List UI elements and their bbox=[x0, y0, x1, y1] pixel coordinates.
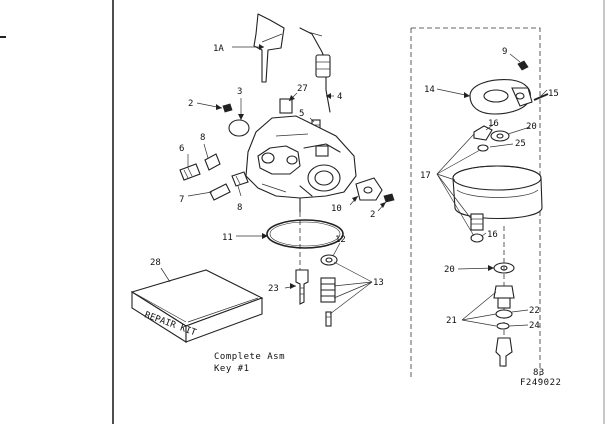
callout-1A: 1A bbox=[213, 44, 224, 54]
callout-23: 23 bbox=[268, 284, 279, 294]
callout-5: 5 bbox=[299, 109, 304, 119]
carburetor-throat bbox=[307, 164, 341, 192]
callout-4: 4 bbox=[337, 92, 342, 102]
caption-key: Key #1 bbox=[214, 364, 250, 374]
callout-9: 9 bbox=[502, 47, 507, 57]
fitting-lower bbox=[231, 171, 249, 187]
choke-rod-end bbox=[315, 54, 331, 78]
washer-upper bbox=[490, 130, 510, 142]
throttle-disc bbox=[228, 119, 250, 137]
callout-2-top: 2 bbox=[188, 99, 193, 109]
bowl-nut bbox=[493, 285, 515, 299]
callout-12: 12 bbox=[335, 235, 346, 245]
figure-code-year: 83 bbox=[533, 368, 545, 378]
fitting-upper bbox=[204, 153, 221, 171]
callout-labels: 1A 2 3 27 4 5 6 8 7 8 10 2 11 12 13 23 2… bbox=[150, 44, 559, 331]
callout-28: 28 bbox=[150, 258, 161, 268]
callout-13: 13 bbox=[373, 278, 384, 288]
callout-27: 27 bbox=[297, 84, 308, 94]
float-washer bbox=[320, 254, 338, 266]
bowl-clip bbox=[473, 125, 493, 141]
callout-25: 25 bbox=[515, 139, 526, 149]
drain-valve bbox=[495, 337, 513, 367]
callout-21: 21 bbox=[446, 316, 457, 326]
callout-3: 3 bbox=[237, 87, 242, 97]
leader-lines bbox=[160, 46, 548, 327]
callout-16-upper: 16 bbox=[488, 119, 499, 129]
nut-washer-22 bbox=[495, 309, 513, 319]
screw-top-left bbox=[222, 103, 233, 113]
throttle-lever bbox=[253, 13, 285, 83]
callout-20-upper: 20 bbox=[526, 122, 537, 132]
screw-lower-right bbox=[383, 193, 395, 203]
callout-22: 22 bbox=[529, 306, 540, 316]
float-pin bbox=[533, 93, 549, 101]
callout-17: 17 bbox=[420, 171, 431, 181]
callout-14: 14 bbox=[424, 85, 435, 95]
callout-6: 6 bbox=[179, 144, 184, 154]
nut-washer-24 bbox=[496, 322, 510, 330]
figure-code-number: F249022 bbox=[520, 378, 561, 388]
callout-2-right: 2 bbox=[370, 210, 375, 220]
small-seal bbox=[477, 144, 489, 152]
callout-8-upper: 8 bbox=[200, 133, 205, 143]
callout-15: 15 bbox=[548, 89, 559, 99]
mixture-screw bbox=[209, 183, 231, 201]
bowl-spring bbox=[470, 213, 484, 231]
inlet-needle bbox=[325, 311, 332, 327]
callout-16-lower: 16 bbox=[487, 230, 498, 240]
callout-20-lower: 20 bbox=[444, 265, 455, 275]
main-jet bbox=[295, 269, 309, 305]
callout-7: 7 bbox=[179, 195, 184, 205]
callout-24: 24 bbox=[529, 321, 540, 331]
callout-10: 10 bbox=[331, 204, 342, 214]
callout-11: 11 bbox=[222, 233, 233, 243]
leader-arrowheads bbox=[216, 44, 494, 289]
bowl-group-outline bbox=[410, 27, 541, 380]
caption-complete-asm: Complete Asm bbox=[214, 352, 285, 362]
bowl-gasket-ring bbox=[266, 219, 344, 249]
bowl-top-screw bbox=[517, 60, 529, 71]
callout-8-lower: 8 bbox=[237, 203, 242, 213]
